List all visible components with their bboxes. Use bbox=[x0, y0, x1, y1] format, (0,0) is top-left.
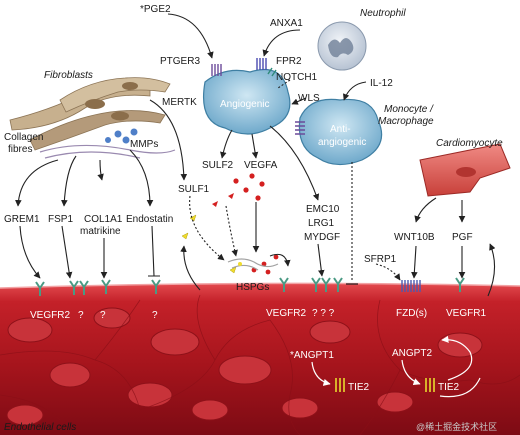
hspg-cluster bbox=[227, 258, 279, 271]
sulf2-label: SULF2 bbox=[202, 160, 234, 171]
mmps-label: MMPs bbox=[130, 139, 158, 150]
lrg1-label: LRG1 bbox=[308, 218, 335, 229]
endothelial-borders bbox=[0, 294, 520, 435]
sfrp1-label: SFRP1 bbox=[364, 254, 397, 265]
endothelial-nuclei bbox=[6, 307, 483, 426]
unknown-receptor-2: ? bbox=[100, 310, 106, 321]
fsp1-label: FSP1 bbox=[48, 214, 73, 225]
vessel-labels: VEGFR2 ? ? ? VEGFR2 ? ? ? FZD(s) VEGFR1 … bbox=[30, 308, 486, 393]
vegfa-label: VEGFA bbox=[244, 160, 278, 171]
collagen-label-2: fibres bbox=[8, 144, 32, 155]
hspgs-label: HSPGs bbox=[236, 282, 269, 293]
anti-angiogenic-label-2: angiogenic bbox=[318, 137, 366, 148]
wls-label: WLS bbox=[298, 93, 320, 104]
neutrophil bbox=[317, 21, 367, 71]
vegfr2-left-label: VEGFR2 bbox=[30, 310, 70, 321]
fzd-receptor bbox=[401, 280, 421, 292]
cardiomyocyte bbox=[419, 143, 511, 197]
angiogenic-cell bbox=[203, 58, 291, 135]
wnt10b-label: WNT10B bbox=[394, 232, 435, 243]
notch1-label: NOTCH1 bbox=[276, 72, 318, 83]
endothelial-cells-label: Endothelial cells bbox=[4, 422, 76, 433]
pgf-label: PGF bbox=[452, 232, 473, 243]
pathway-labels: *PGE2 ANXA1 PTGER3 FPR2 NOTCH1 IL-12 MER… bbox=[4, 4, 473, 293]
vegfa-ligands bbox=[233, 173, 279, 275]
unknown-receptor-3: ? bbox=[152, 310, 158, 321]
unknown-receptors-mid: ? ? ? bbox=[312, 308, 335, 319]
anxa1-label: ANXA1 bbox=[270, 18, 303, 29]
fzd-label: FZD(s) bbox=[396, 308, 427, 319]
col1a1-label-2: matrikine bbox=[80, 226, 121, 237]
tie2-receptors bbox=[335, 378, 435, 392]
angiogenic-label: Angiogenic bbox=[220, 99, 269, 110]
emc10-label: EMC10 bbox=[306, 204, 340, 215]
il12-label: IL-12 bbox=[370, 78, 393, 89]
monocyte-label: Monocyte / bbox=[384, 104, 434, 115]
macrophage-label: Macrophage bbox=[378, 116, 434, 127]
collagen-label-1: Collagen bbox=[4, 132, 43, 143]
endostatin-label: Endostatin bbox=[126, 214, 173, 225]
anti-angiogenic-cell bbox=[295, 98, 383, 166]
angiogenic-receptors bbox=[211, 58, 277, 77]
unknown-receptor-1: ? bbox=[78, 310, 84, 321]
neutrophil-label: Neutrophil bbox=[360, 8, 406, 19]
pathway-arrows bbox=[15, 13, 496, 398]
anti-angiogenic-label-1: Anti- bbox=[330, 124, 351, 135]
col1a1-label-1: COL1A1 bbox=[84, 214, 123, 225]
fibroblasts bbox=[9, 77, 176, 159]
cardiomyocyte-label: Cardiomyocyte bbox=[436, 138, 503, 149]
ptger3-label: PTGER3 bbox=[160, 56, 200, 67]
angpt2-label: ANGPT2 bbox=[392, 348, 432, 359]
mydgf-label: MYDGF bbox=[304, 232, 340, 243]
tie2-label-a: TIE2 bbox=[348, 382, 370, 393]
vegfr2-mid-label: VEGFR2 bbox=[266, 308, 306, 319]
sulf2-ligands bbox=[212, 193, 234, 207]
angpt1-label: *ANGPT1 bbox=[290, 350, 334, 361]
blood-vessel bbox=[0, 282, 520, 435]
watermark: @稀土掘金技术社区 bbox=[416, 421, 497, 432]
fibroblasts-label: Fibroblasts bbox=[44, 70, 93, 81]
sulf1-ligands bbox=[181, 214, 237, 274]
anti-angiogenic-receptors bbox=[295, 121, 305, 135]
vegfr1-label: VEGFR1 bbox=[446, 308, 486, 319]
vessel-receptors bbox=[35, 277, 465, 296]
grem1-label: GREM1 bbox=[4, 214, 40, 225]
tie2-label-b: TIE2 bbox=[438, 382, 460, 393]
mertk-label: MERTK bbox=[162, 97, 197, 108]
pge2-label: *PGE2 bbox=[140, 4, 171, 15]
fpr2-label: FPR2 bbox=[276, 56, 302, 67]
sulf1-label: SULF1 bbox=[178, 184, 210, 195]
